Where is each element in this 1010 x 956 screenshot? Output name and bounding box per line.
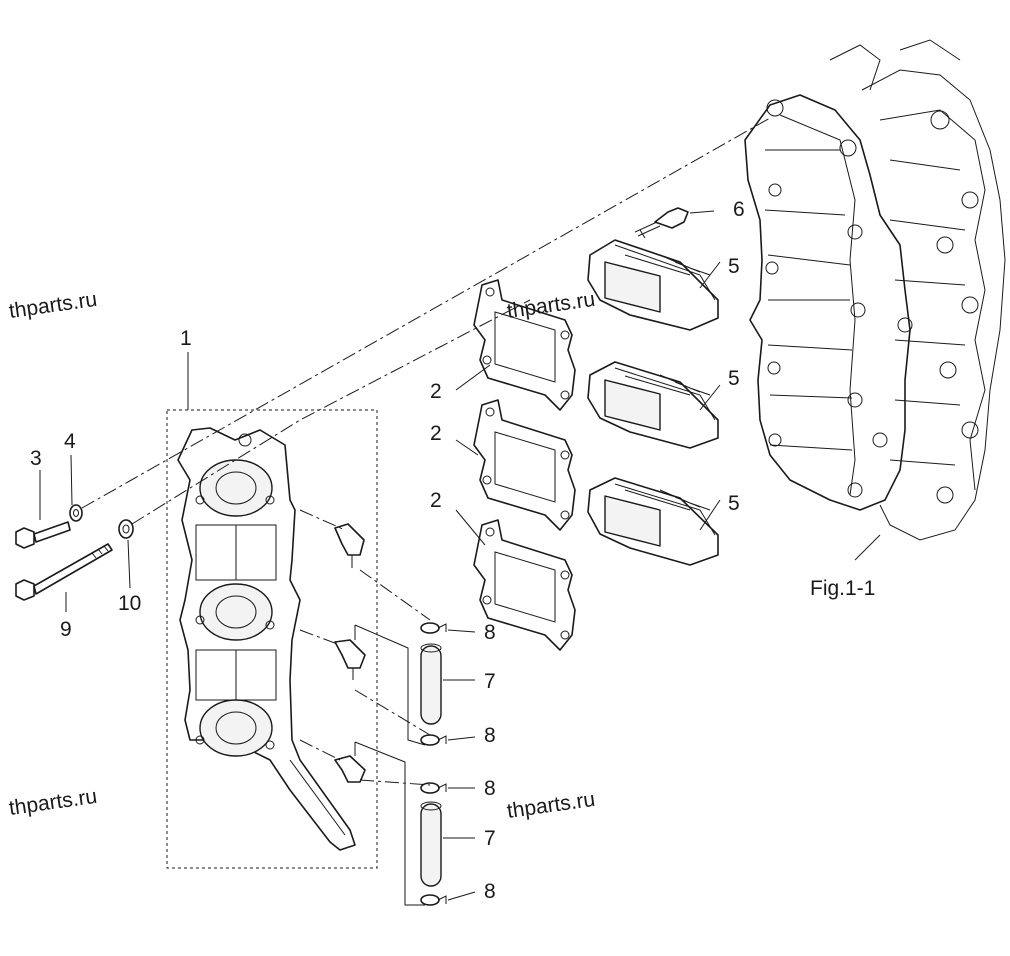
callout-7-lower: 7 [484,827,496,850]
fitting-top [334,523,365,568]
callout-7-upper: 7 [484,670,496,693]
assembly-frame [166,409,378,869]
watermark-bottom-center: thparts.ru [505,788,596,823]
gasket-middle [473,399,576,531]
leader-lines [39,210,881,901]
clip-8b [420,734,447,746]
reed-valve-middle [587,361,719,449]
fitting-bottom [334,742,366,783]
bolt-3 [15,521,71,549]
callout-2-middle: 2 [430,422,442,445]
washer-4 [69,504,83,522]
clip-8a [420,622,447,634]
reed-valve-bottom [587,477,719,566]
hose-7b [420,801,442,887]
bolt-6 [634,207,689,239]
bolt-9 [15,543,113,601]
clip-8d [420,894,447,906]
callout-4: 4 [64,430,76,453]
callout-2-bottom: 2 [430,489,442,512]
callout-8-a: 8 [484,621,496,644]
figure-reference-label: Fig.1-1 [810,577,875,600]
reed-valve-top [587,239,719,331]
callout-9: 9 [60,618,72,641]
washer-10 [118,519,134,539]
callout-8-c: 8 [484,777,496,800]
watermark-top-left: thparts.ru [7,288,98,323]
callout-6: 6 [733,198,745,221]
callout-8-b: 8 [484,724,496,747]
alignment-lines [81,117,771,906]
gasket-bottom [473,519,576,651]
gasket-top [473,279,576,411]
callout-8-d: 8 [484,880,496,903]
callout-5-top: 5 [728,255,740,278]
callout-10: 10 [118,592,141,615]
fitting-middle [334,625,366,680]
callout-5-middle: 5 [728,367,740,390]
callout-1: 1 [180,327,192,350]
callout-5-bottom: 5 [728,492,740,515]
engine-block [744,39,1006,541]
hose-7a [420,643,442,725]
watermark-bottom-left: thparts.ru [7,785,98,820]
callout-2-top: 2 [430,380,442,403]
intake-manifold [177,427,356,851]
clip-8c [420,782,447,794]
callout-3: 3 [30,447,42,470]
